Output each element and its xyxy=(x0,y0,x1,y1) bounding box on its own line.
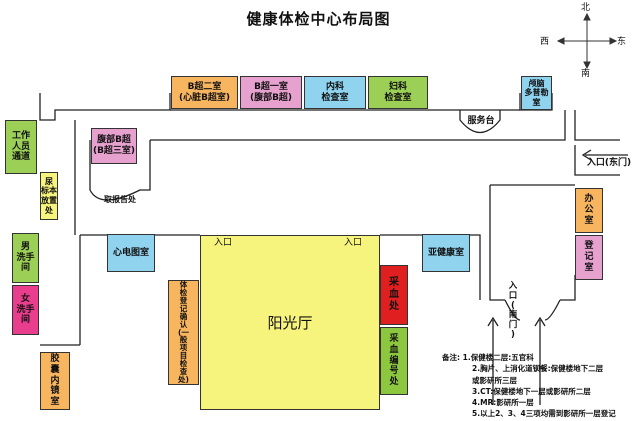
room-sub-health: 亚健康室 xyxy=(422,234,470,272)
notes-heading: 备注: xyxy=(442,353,460,362)
south-entrance-label: 入 口 ( 南 门 ) xyxy=(508,281,518,340)
room-office: 办 公 室 xyxy=(575,188,603,233)
note-item: 2.胸片、上消化道钡餐:保健楼地下二层 xyxy=(472,364,604,374)
room-b-ultrasound-2: B超二室 (心脏B超室) xyxy=(171,76,238,109)
room-ecg: 心电图室 xyxy=(107,234,155,272)
note-item: 5.以上2、3、4三项均需到影研所一层登记 xyxy=(472,409,616,419)
note-item: 4.MR:影研所一层 xyxy=(472,398,534,407)
urine-sample-point: 尿 标本 放置 处 xyxy=(40,172,58,220)
report-pickup-label: 取报告处 xyxy=(104,195,136,204)
compass-west: 西 xyxy=(540,37,550,47)
compass-north: 北 xyxy=(581,3,591,13)
note-item: 1.保健楼二层:五官科 xyxy=(462,353,534,362)
sunlight-hall: 阳光厅 xyxy=(200,235,380,410)
hall-entrance-right-label: 入口 xyxy=(343,238,362,248)
compass-east: 东 xyxy=(617,37,627,47)
room-capsule-endoscopy: 胶 囊 内 镜 室 xyxy=(40,352,70,410)
room-internal-medicine: 内科 检查室 xyxy=(304,76,366,109)
note-item: 或影研所三层 xyxy=(472,375,517,385)
room-gynecology: 妇科 检查室 xyxy=(368,76,428,109)
service-desk-label: 服务台 xyxy=(467,116,495,126)
room-abdominal-b-ultrasound-3: 腹部B超 (B超三室) xyxy=(91,128,137,164)
hall-entrance-left-label: 入口 xyxy=(213,238,232,248)
room-transcranial-doppler: 颅脑 多普勒室 xyxy=(521,76,552,110)
room-registration: 登 记 室 xyxy=(575,235,603,280)
note-item: 3.CT:保健楼地下一层或影研所二层 xyxy=(472,386,591,396)
staff-passage: 工作 人员 通道 xyxy=(5,120,37,174)
blood-collection: 采 血 处 xyxy=(380,265,408,325)
checkup-registration-desk: 体 检 登 记 确 认 (一 般 项 目 检 查 处) xyxy=(168,280,199,385)
room-b-ultrasound-1: B超一室 (腹部B超) xyxy=(240,76,302,109)
mens-restroom: 男 洗手 间 xyxy=(12,233,39,283)
compass-south: 南 xyxy=(581,69,591,79)
page-title: 健康体检中心布局图 xyxy=(246,10,391,28)
notes: 备注: 1.保健楼二层:五官科 2.胸片、上消化道钡餐:保健楼地下二层 或影研所… xyxy=(442,352,634,420)
womens-restroom: 女 洗手 间 xyxy=(12,285,39,335)
east-entrance-label: 入口(东门) xyxy=(586,158,632,168)
blood-numbering: 采 血 编 号 处 xyxy=(380,327,408,395)
